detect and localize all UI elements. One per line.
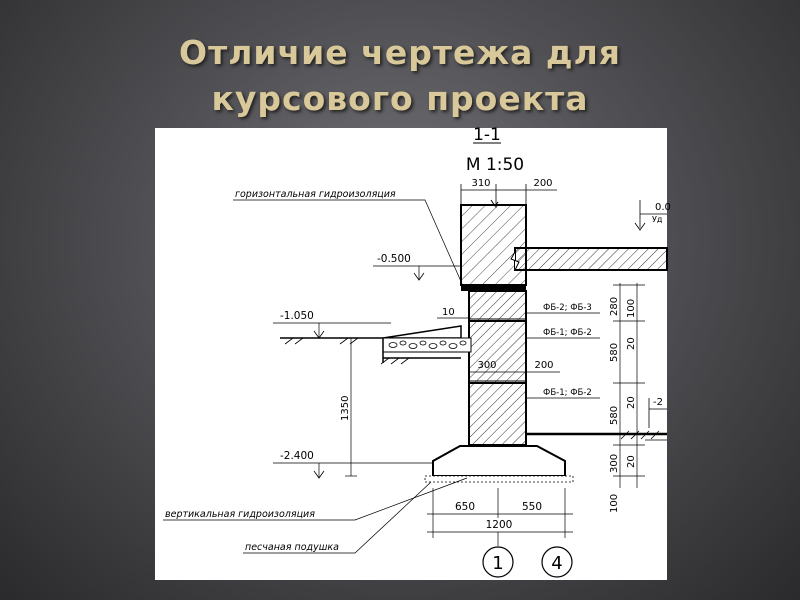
- block-fb2-fb3: [468, 290, 527, 322]
- axis-label-4: 4: [551, 553, 562, 574]
- foundation-footing: [432, 445, 566, 477]
- block-label-1: ФБ-2; ФБ-3: [543, 303, 592, 313]
- blind-area: [382, 325, 462, 339]
- dim-200-mid: 200: [534, 360, 553, 371]
- dim-v-20b: 20: [626, 396, 637, 409]
- axis-marker-1: [482, 546, 514, 578]
- section-title: 1-1: [473, 125, 501, 145]
- dim-v-20a: 20: [626, 337, 637, 350]
- dim-v-280: 280: [609, 297, 620, 316]
- label-horizontal-waterproofing: горизонтальная гидроизоляция: [235, 189, 396, 200]
- dim-v-100b: 100: [609, 494, 620, 513]
- dim-300: 300: [477, 360, 496, 371]
- block-labels: ФБ-2; ФБ-3 ФБ-1; ФБ-2 ФБ-1; ФБ-2: [526, 303, 600, 399]
- dim-v-580a: 580: [609, 343, 620, 362]
- sand-cushion-layer: [424, 475, 574, 483]
- block-fb1-fb2-lower: [468, 382, 527, 446]
- upper-wall: [460, 204, 527, 286]
- dim-550: 550: [522, 501, 542, 513]
- foundation-section-drawing: 1-1 М 1:50 310 200 0.0 Уд ФБ-2; ФБ-3 ФБ-…: [155, 125, 671, 580]
- block-label-3: ФБ-1; ФБ-2: [543, 388, 592, 398]
- slide-title-line-2: курсового проекта: [211, 79, 589, 118]
- label-sand-cushion: песчаная подушка: [245, 542, 339, 553]
- horizontal-waterproofing-layer: [461, 285, 526, 291]
- dim-v-300: 300: [609, 454, 620, 473]
- dim-310: 310: [471, 178, 490, 189]
- axis-marker-4: [541, 546, 573, 578]
- block-fb1-fb2-upper: [468, 320, 527, 384]
- label-vertical-waterproofing: вертикальная гидроизоляция: [165, 509, 315, 520]
- dim-650: 650: [455, 501, 475, 513]
- dim-v-20c: 20: [626, 455, 637, 468]
- level-minus-0500: -0.500: [377, 253, 411, 265]
- top-dimension: 310 200: [460, 178, 557, 208]
- level-minus-2-partial: -2: [653, 397, 663, 408]
- slide-title: Отличие чертежа для курсового проекта: [0, 30, 800, 122]
- dim-v-580b: 580: [609, 406, 620, 425]
- right-vertical-dimensions: 280 100 20 580 20 580 300 20 100: [609, 283, 645, 513]
- level-minus-1050: -1.050: [280, 310, 314, 322]
- dim-1200: 1200: [486, 519, 513, 531]
- level-minus-2400: -2.400: [280, 450, 314, 462]
- level-0-partial: 0.0: [655, 202, 671, 213]
- dim-v-100a: 100: [626, 299, 637, 318]
- dim-200-top: 200: [533, 178, 552, 189]
- floor-slab: [514, 247, 668, 271]
- ud-partial: Уд: [652, 215, 663, 224]
- block-label-2: ФБ-1; ФБ-2: [543, 328, 592, 338]
- drawing-scale: М 1:50: [466, 155, 524, 175]
- base-dimensions: 650 550 1200: [427, 488, 573, 538]
- dim-10: 10: [442, 307, 455, 318]
- dim-1350: 1350: [340, 396, 351, 421]
- slide-title-line-1: Отличие чертежа для: [179, 33, 621, 72]
- axis-label-1: 1: [492, 553, 503, 574]
